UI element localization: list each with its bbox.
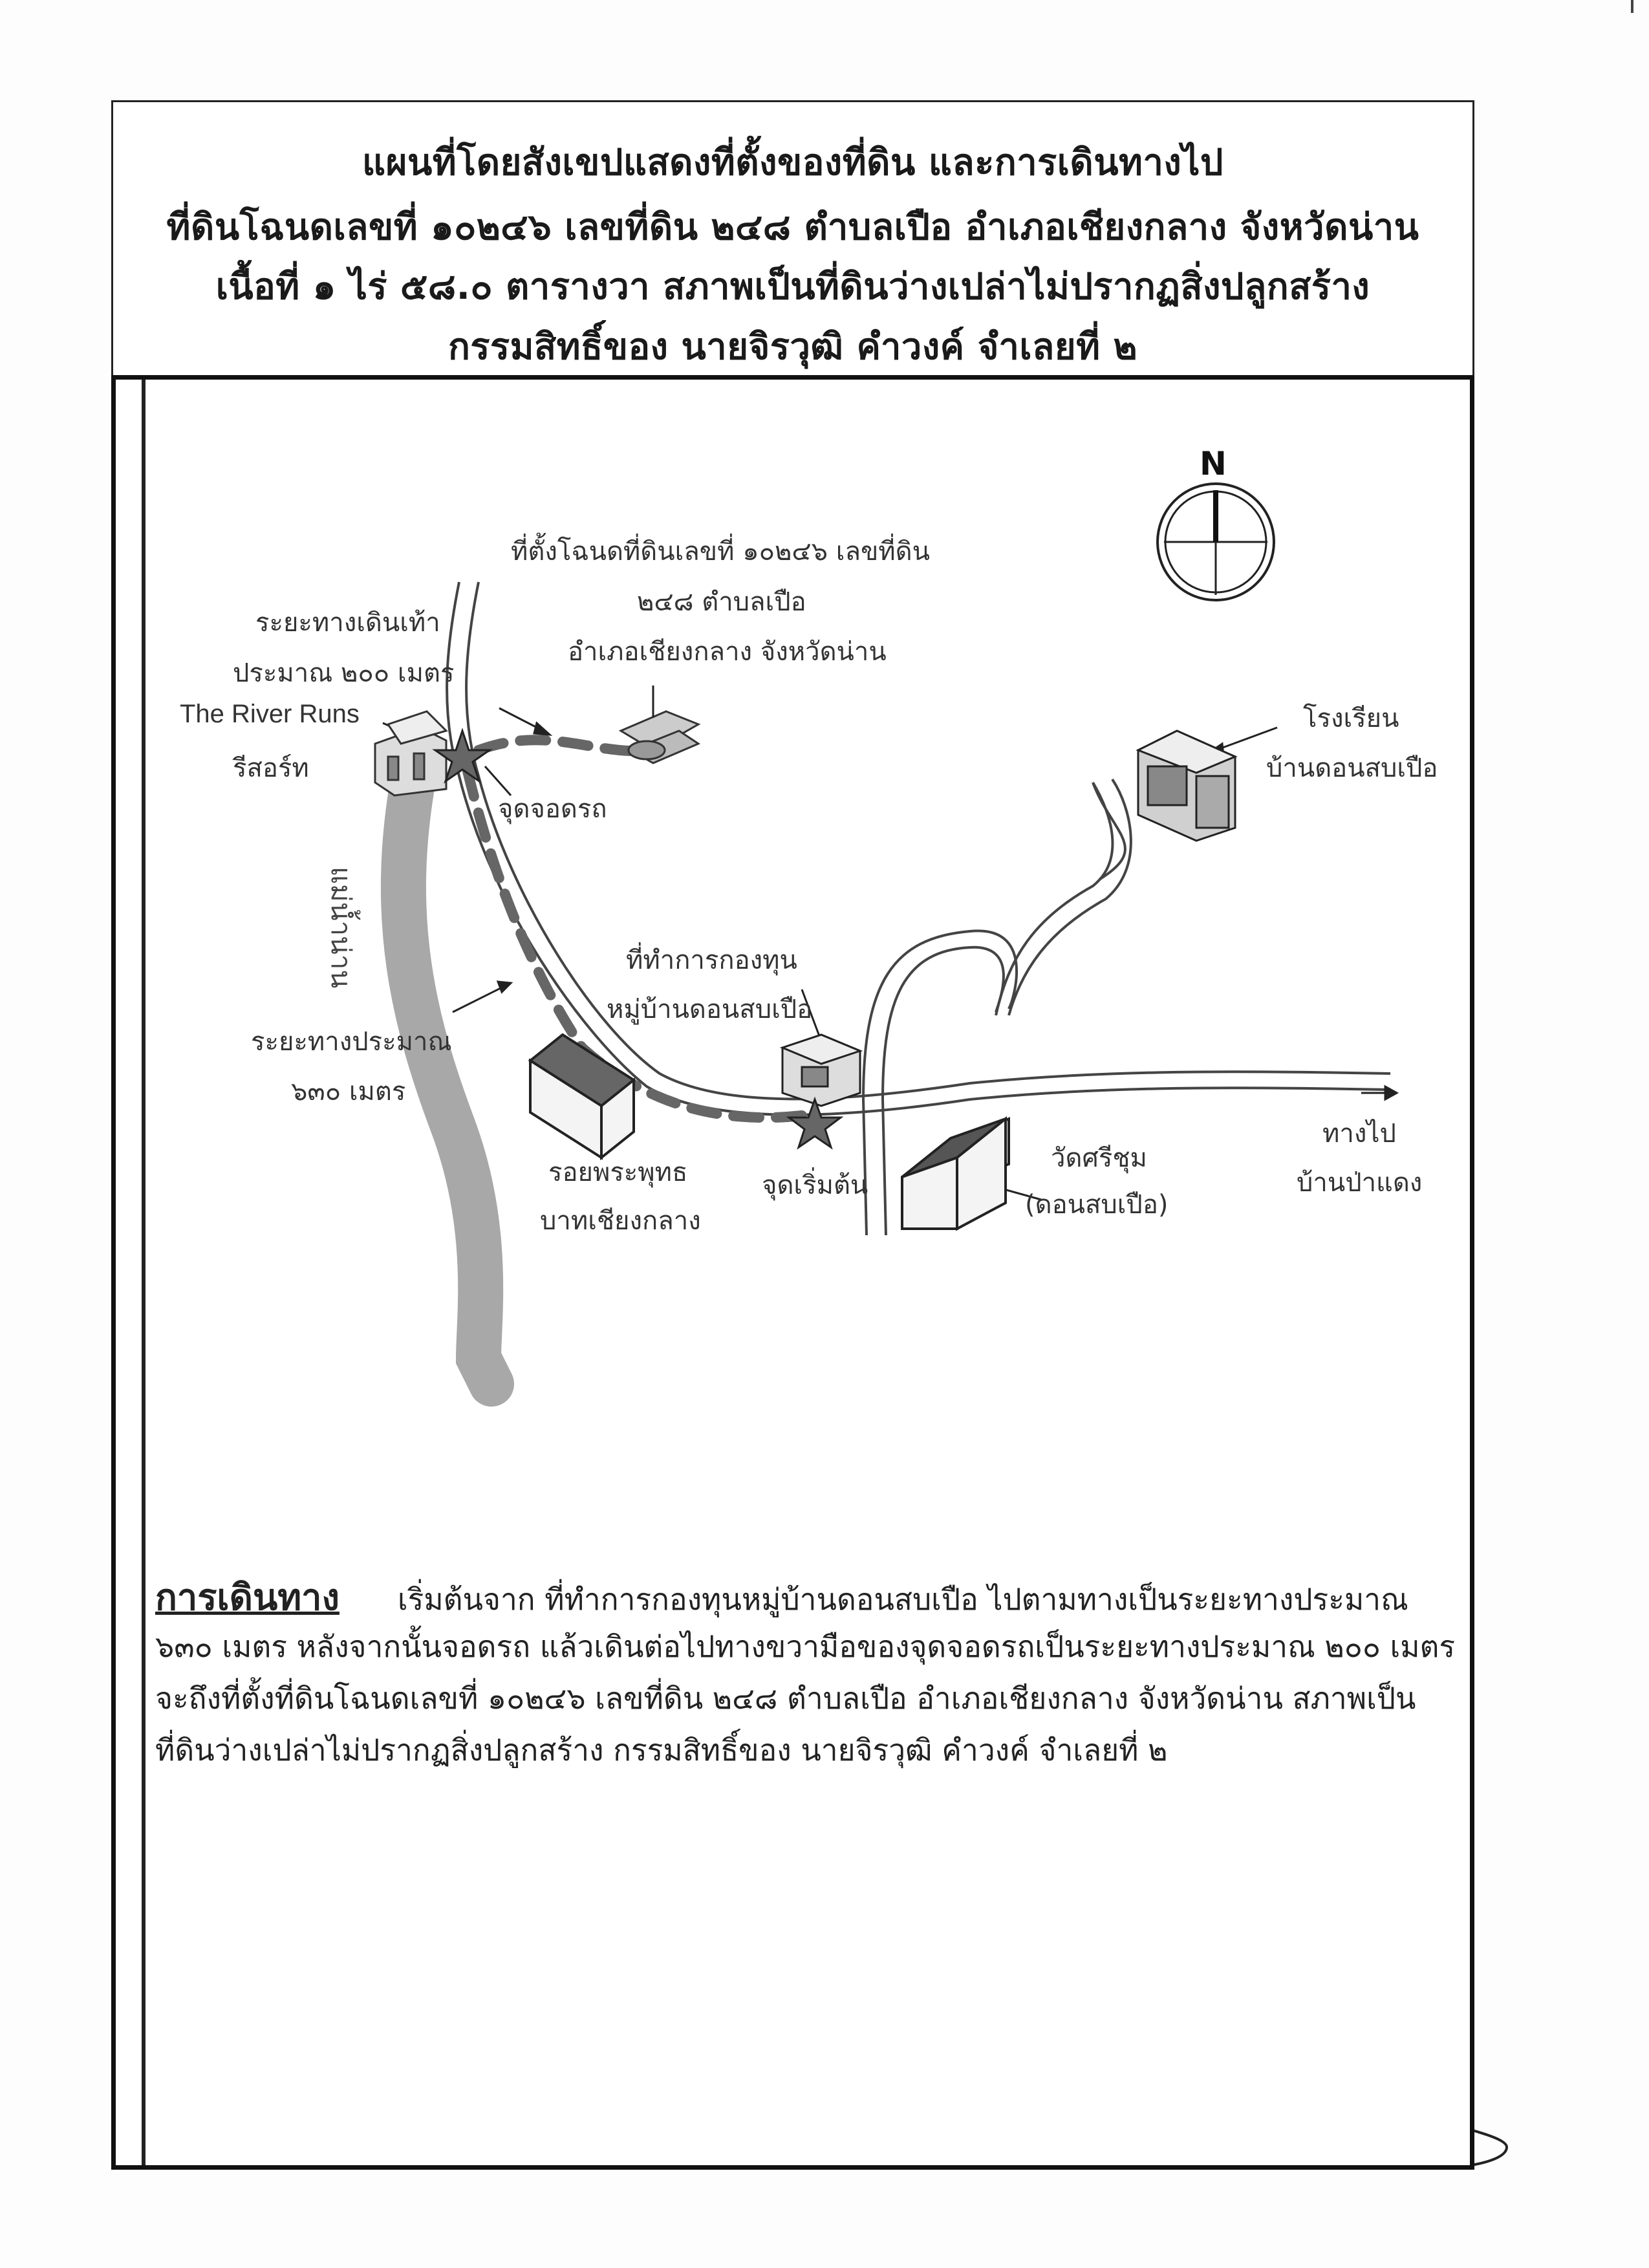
north-compass (1156, 482, 1275, 601)
directions-title: การเดินทาง (155, 1577, 339, 1619)
shrine-label-1: รอยพระพุทธ (548, 1158, 688, 1187)
compass-north-label: N (1200, 445, 1227, 482)
walk-distance-label-1: ระยะทางเดินเท้า (255, 608, 440, 638)
shrine-house (528, 1033, 636, 1161)
title-line-3: เนื้อที่ ๑ ไร่ ๕๘.๐ ตารางวา สภาพเป็นที่ด… (215, 266, 1370, 308)
school-label-2: บ้านดอนสบเปือ (1266, 753, 1438, 783)
title-line-1: แผนที่โดยสังเขปแสดงที่ตั้งของที่ดิน และก… (362, 142, 1223, 184)
temple-label-1: วัดศรีชุม (1051, 1143, 1147, 1173)
map-frame (111, 375, 1474, 2170)
river-shape (380, 753, 514, 1407)
resort-label-2: รีสอร์ท (233, 753, 309, 783)
to-village-label-2: บ้านป่าแดง (1297, 1168, 1423, 1198)
resort-label-1: The River Runs (180, 700, 360, 728)
land-location-label-1: ที่ตั้งโฉนดที่ดินเลขที่ ๑๐๒๔๖ เลขที่ดิน (511, 537, 930, 567)
temple-house (901, 1116, 1010, 1231)
walk-route-dashed (473, 735, 658, 757)
directions-line-2: ๖๓๐ เมตร หลังจากนั้นจอดรถ แล้วเดินต่อไปท… (155, 1629, 1456, 1664)
parking-star (432, 728, 493, 784)
school-label-1: โรงเรียน (1303, 704, 1399, 733)
fund-office-label-1: ที่ทำการกองทุน (626, 945, 797, 975)
directions-line-3: จะถึงที่ตั้งที่ดินโฉนดเลขที่ ๑๐๒๔๖ เลขที… (155, 1681, 1416, 1716)
shrine-label-2: บาทเชียงกลาง (540, 1206, 701, 1236)
frame-inner-rule (142, 380, 146, 2165)
start-star (786, 1096, 844, 1150)
title-line-2: ที่ดินโฉนดเลขที่ ๑๐๒๔๖ เลขที่ดิน ๒๔๘ ตำบ… (166, 206, 1419, 248)
temple-label-2: (ดอนสบเปือ) (1025, 1190, 1169, 1220)
title-box: แผนที่โดยสังเขปแสดงที่ตั้งของที่ดิน และก… (111, 100, 1474, 388)
walk-distance-label-2: ประมาณ ๒๐๐ เมตร (233, 658, 455, 688)
land-location-label-3: อำเภอเชียงกลาง จังหวัดน่าน (568, 637, 887, 667)
to-village-label-1: ทางไป (1322, 1119, 1396, 1149)
fund-office-label-2: หมู่บ้านดอนสบเปือ (607, 995, 813, 1024)
directions-text-1: เริ่มต้นจาก ที่ทำการกองทุนหมู่บ้านดอนสบเ… (397, 1582, 1408, 1617)
drive-distance-label-2: ๖๓๐ เมตร (291, 1077, 406, 1107)
parking-label: จุดจอดรถ (498, 794, 607, 824)
resort-building (374, 710, 448, 797)
start-point-label: จุดเริ่มต้น (762, 1171, 868, 1200)
land-location-label-2: ๒๔๘ ตำบลเปือ (637, 587, 806, 617)
river-label: แม่น้ำน่าน (325, 867, 357, 989)
school-building (1136, 729, 1238, 842)
directions-line-1: การเดินทาง เริ่มต้นจาก ที่ทำการกองทุนหมู่… (155, 1568, 1474, 1626)
land-parcel-icon (618, 686, 701, 764)
directions-line-4: ที่ดินว่างเปล่าไม่ปรากฏสิ่งปลูกสร้าง กรร… (155, 1733, 1168, 1767)
drive-distance-label-1: ระยะทางประมาณ (251, 1027, 452, 1057)
title-line-4: กรรมสิทธิ์ของ นายจิรวุฒิ คำวงค์ จำเลยที่… (448, 326, 1137, 368)
fund-office-building (779, 1033, 863, 1107)
